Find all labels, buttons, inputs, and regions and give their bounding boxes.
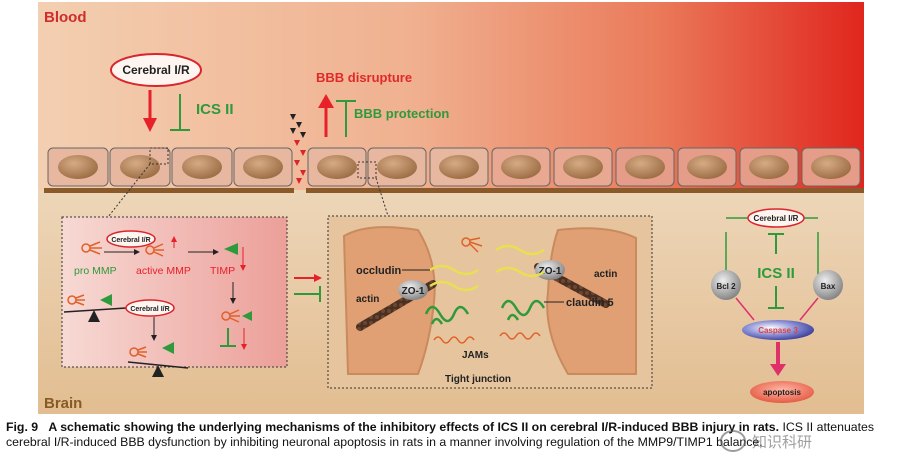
watermark: 知识科研 — [720, 423, 860, 459]
schematic-figure: Blood Brain Cerebral I/R ICS II BBB disr… — [38, 2, 864, 414]
occludin-left — [429, 264, 479, 292]
ics-ii-label-top: ICS II — [196, 101, 234, 118]
watermark-text: 知识科研 — [752, 432, 813, 451]
wechat-icon — [720, 430, 746, 452]
balance-scale-1 — [63, 294, 127, 322]
balance-scale-2 — [127, 342, 189, 377]
claudin5-left — [424, 305, 470, 325]
active-mmp-label: active MMP — [136, 265, 191, 277]
ics-ii-label-apop: ICS II — [757, 265, 795, 282]
claudin5-label: claudin 5 — [566, 297, 614, 309]
cerebral-ir-oval — [110, 53, 202, 87]
cerebral-ir-label: Cerebral I/R — [122, 63, 190, 77]
actin-right-label: actin — [594, 269, 617, 280]
mmp-timp-complex — [221, 309, 240, 323]
jams-label: JAMs — [462, 350, 489, 361]
caption-bold: A schematic showing the underlying mecha… — [48, 420, 780, 434]
zo1-right-label: ZO-1 — [539, 266, 562, 277]
caption-prefix: Fig. 9 — [6, 420, 39, 434]
cerebral-ir-label-scale: Cerebral I/R — [130, 306, 169, 313]
endothelial-cells — [44, 147, 864, 193]
actin-left-label: actin — [356, 294, 379, 305]
cerebral-ir-label-apop: Cerebral I/R — [754, 214, 799, 223]
pro-mmp-icon — [81, 241, 102, 255]
zo1-left — [398, 280, 428, 300]
bbb-disrupture-label: BBB disrupture — [316, 70, 412, 85]
bcl2-label: Bcl 2 — [716, 282, 736, 291]
blood-label: Blood — [44, 9, 87, 26]
apoptosis-node — [750, 381, 814, 403]
zo1-left-label: ZO-1 — [402, 286, 425, 297]
occludin-label: occludin — [356, 265, 402, 277]
caspase3-label: Caspase 3 — [758, 326, 798, 335]
tight-junction-label: Tight junction — [445, 374, 511, 385]
claudin5-right — [500, 299, 546, 321]
jams-left — [433, 336, 475, 344]
bcl2-node — [711, 270, 741, 300]
jams-right — [499, 332, 541, 340]
caspase3-node — [742, 320, 814, 340]
cerebral-ir-label-mmp: Cerebral I/R — [111, 237, 150, 244]
caption-body: ICS II attenuates cerebral I/R-induced B… — [6, 420, 875, 449]
bax-node — [813, 270, 843, 300]
brain-label: Brain — [44, 395, 82, 412]
apoptosis-label: apoptosis — [763, 388, 801, 397]
figure-caption: Fig. 9 A schematic showing the underlyin… — [6, 420, 892, 450]
bax-label: Bax — [821, 282, 836, 291]
leaking-particles — [290, 114, 306, 184]
active-mmp-icon — [145, 243, 164, 257]
bbb-protection-label: BBB protection — [354, 106, 449, 121]
zo1-right — [535, 260, 565, 280]
timp-label: TIMP — [210, 265, 235, 277]
mmp-scissors-icon — [461, 237, 483, 253]
pro-mmp-label: pro MMP — [74, 265, 117, 277]
occludin-right — [495, 244, 545, 278]
